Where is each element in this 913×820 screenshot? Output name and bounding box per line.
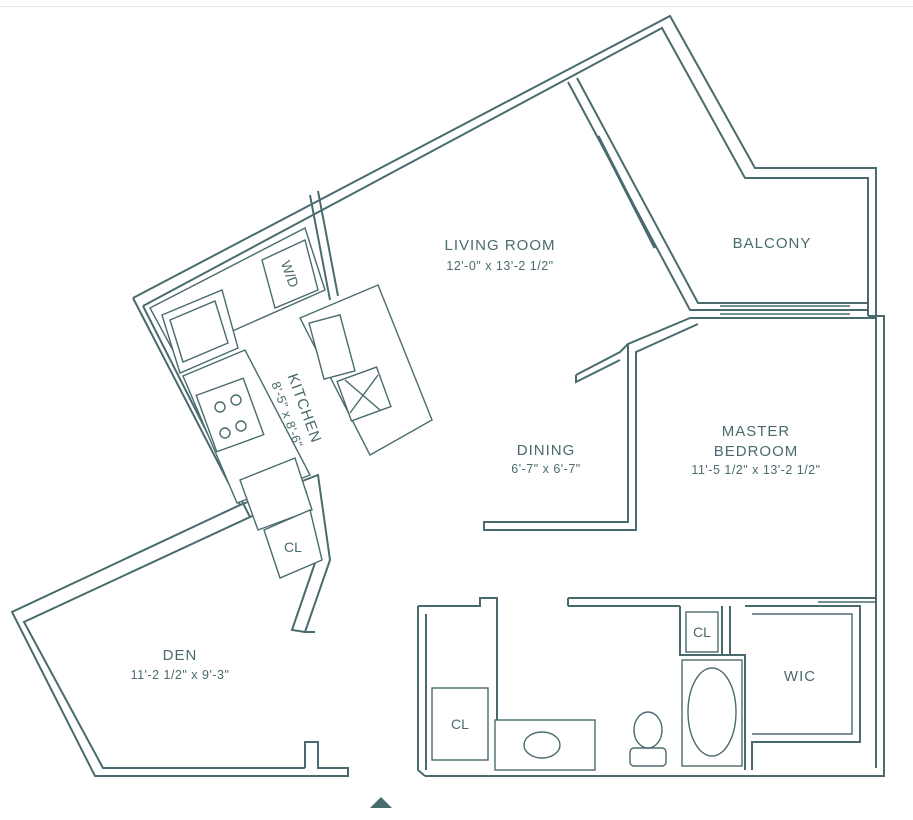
top-divider	[0, 6, 913, 7]
kitchen-fixtures	[149, 226, 433, 579]
sink-bath	[523, 731, 561, 759]
pantry	[239, 457, 313, 531]
master-bedroom-label-line1: MASTER	[722, 423, 791, 440]
living-room-dims: 12'-0" x 13'-2 1/2"	[446, 259, 553, 273]
closet-bath-label: CL	[451, 716, 469, 732]
master-bedroom-dims: 11'-5 1/2" x 13'-2 1/2"	[691, 463, 820, 477]
closet-master-label: CL	[693, 624, 711, 640]
wic-label: WIC	[784, 668, 816, 685]
stove	[195, 377, 265, 453]
interior-walls	[239, 190, 876, 777]
toilet	[633, 711, 663, 749]
master-bedroom-label-line2: BEDROOM	[714, 443, 799, 460]
den-label: DEN	[163, 647, 198, 664]
balcony-walls	[567, 77, 876, 319]
washer-dryer	[261, 239, 319, 309]
balcony-label: BALCONY	[733, 235, 812, 252]
closet-master	[685, 611, 719, 653]
closet-kitchen-label: CL	[284, 539, 302, 555]
exterior-walls	[10, 14, 885, 777]
sink	[308, 313, 356, 381]
triangle-up-icon	[370, 797, 392, 808]
bath-fixtures	[431, 611, 743, 771]
living-room-label: LIVING ROOM	[444, 237, 555, 254]
den-dims: 11'-2 1/2" x 9'-3"	[131, 668, 230, 682]
closet-bath	[431, 687, 489, 761]
closet-kitchen	[263, 509, 323, 579]
dining-label: DINING	[517, 442, 576, 459]
dining-dims: 6'-7" x 6'-7"	[511, 462, 580, 476]
